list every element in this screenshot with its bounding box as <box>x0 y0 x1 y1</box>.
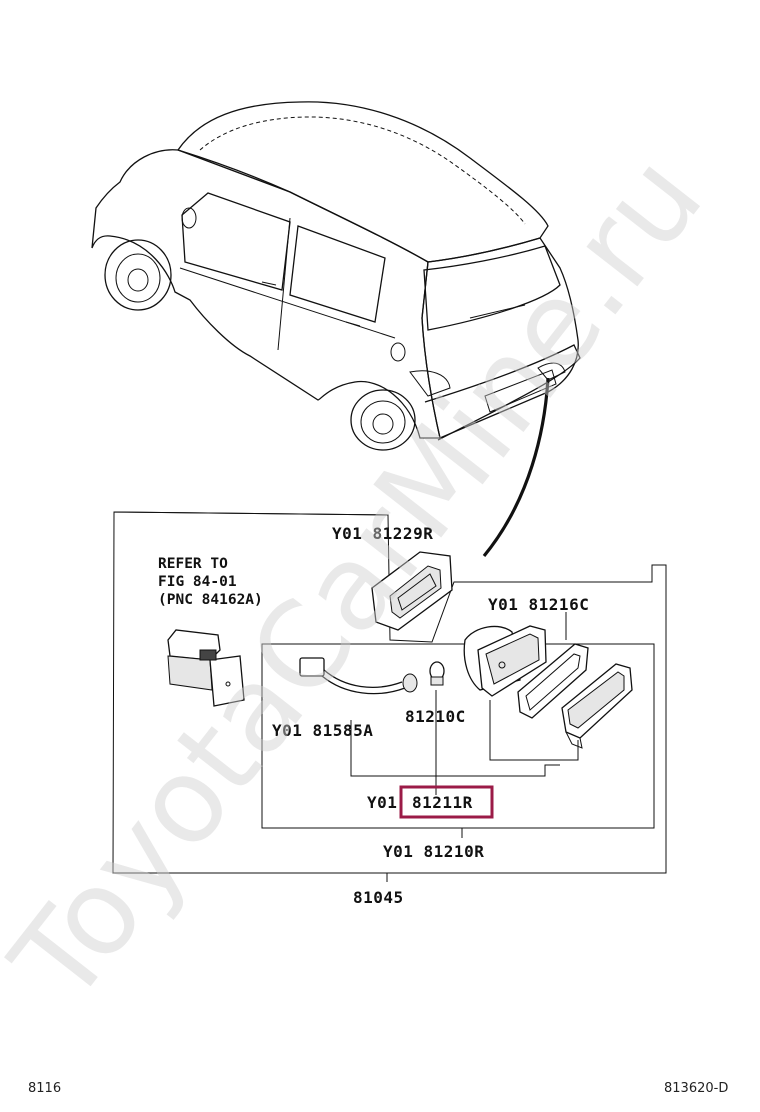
footer-left-code: 8116 <box>28 1081 61 1096</box>
switch-part <box>167 629 245 707</box>
part-label-81585a[interactable]: Y01 81585A <box>272 721 373 740</box>
part-label-81216c[interactable]: Y01 81216C <box>488 595 589 614</box>
bulb-part <box>429 661 445 686</box>
reference-note-line2: FIG 84-01 <box>158 574 237 590</box>
wire-harness-part <box>299 657 418 695</box>
reference-note-line1: REFER TO <box>158 556 228 572</box>
part-label-81210r[interactable]: Y01 81210R <box>383 842 484 861</box>
part-label-81229r[interactable]: Y01 81229R <box>332 524 433 543</box>
lamp-housing-part <box>463 625 547 697</box>
bezel-part <box>371 551 453 631</box>
lens-part <box>561 663 633 749</box>
car-illustration <box>91 101 581 558</box>
part-label-81211r[interactable]: 81211R <box>412 793 473 812</box>
gasket-part <box>517 643 589 719</box>
reference-note-line3: (PNC 84162A) <box>158 592 263 608</box>
highlight-box <box>399 785 494 819</box>
part-label-81210c[interactable]: 81210C <box>405 707 466 726</box>
footer-right-code: 813620-D <box>664 1081 728 1096</box>
part-label-81045[interactable]: 81045 <box>353 888 404 907</box>
part-label-81211r-prefix[interactable]: Y01 <box>367 793 397 812</box>
